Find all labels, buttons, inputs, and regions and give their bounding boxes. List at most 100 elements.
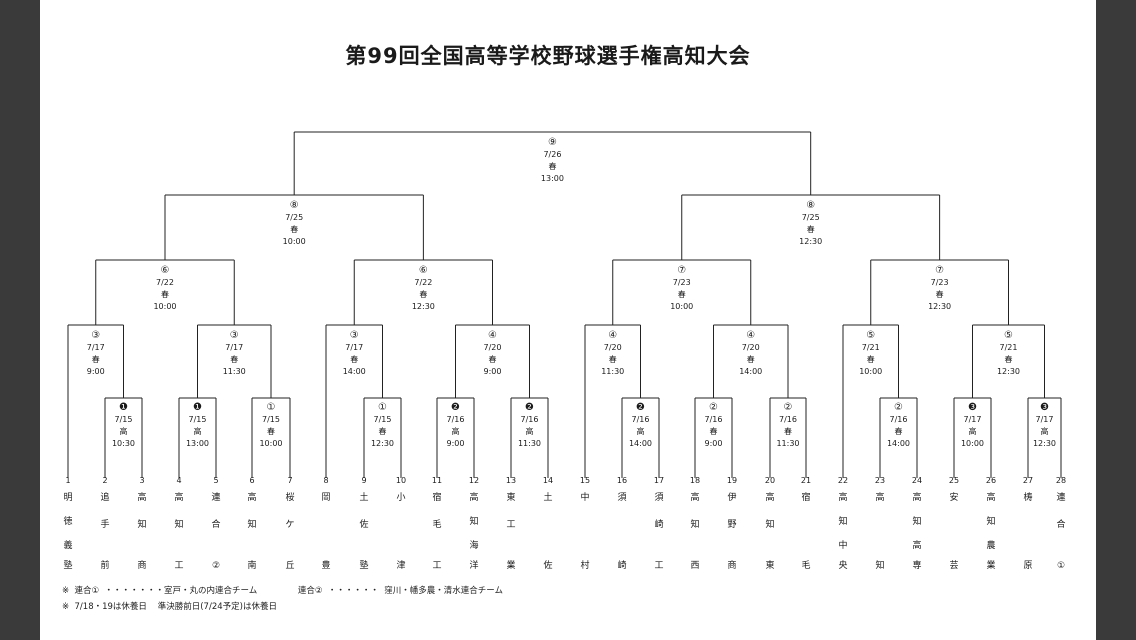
r1-match-8-venue: 春	[710, 426, 718, 436]
team-number-11: 11	[432, 476, 442, 485]
r3-match-4-number: ④	[488, 330, 497, 341]
r3-match-5-time: 11:30	[601, 367, 624, 376]
team-name-26: 業	[986, 559, 995, 571]
team-number-28: 28	[1056, 476, 1066, 485]
r3-match-5-number: ④	[608, 330, 617, 341]
team-name-11: 宿	[432, 491, 441, 503]
team-number-12: 12	[469, 476, 479, 485]
r3-match-7-date: 7/21	[862, 343, 880, 352]
r1-match-12-date: 7/17	[1036, 415, 1054, 424]
team-name-11: 毛	[432, 518, 441, 530]
team-name-12: 洋	[469, 559, 478, 571]
r1-match-1-time: 10:30	[112, 439, 135, 448]
team-number-9: 9	[361, 476, 366, 485]
r1-match-5-time: 9:00	[447, 439, 465, 448]
r1-match-7-time: 14:00	[629, 439, 652, 448]
r3-match-2-date: 7/17	[225, 343, 243, 352]
r1-match-10-time: 14:00	[887, 439, 910, 448]
team-name-17: 工	[654, 561, 663, 571]
team-number-3: 3	[139, 476, 144, 485]
team-name-11: 工	[432, 561, 441, 571]
team-name-5: 合	[211, 518, 220, 530]
team-name-26: 農	[986, 539, 995, 551]
team-name-24: 知	[912, 515, 921, 527]
team-name-19: 伊	[727, 491, 736, 503]
team-name-2: 手	[100, 518, 109, 530]
r3-match-2-venue: 春	[230, 354, 238, 364]
r3-match-4-time: 9:00	[484, 367, 502, 376]
team-name-22: 知	[838, 515, 847, 527]
team-name-10: 津	[396, 560, 405, 571]
team-name-9: 塾	[359, 559, 368, 571]
r1-match-5-number: ❷	[451, 402, 460, 413]
team-number-13: 13	[506, 476, 516, 485]
r1-match-9-time: 11:30	[776, 439, 799, 448]
team-number-10: 10	[396, 476, 406, 485]
team-name-4: 工	[174, 561, 183, 571]
qf-match-1-date: 7/22	[156, 278, 174, 287]
team-name-23: 高	[875, 491, 884, 503]
final-match-time: 13:00	[541, 174, 564, 183]
team-name-12: 知	[469, 515, 478, 527]
team-name-17: 崎	[654, 518, 663, 530]
r3-match-6-venue: 春	[747, 354, 755, 364]
team-name-15: 村	[580, 559, 589, 571]
r1-match-11-time: 10:00	[961, 439, 984, 448]
r1-match-7-number: ❷	[636, 402, 645, 413]
sf-match-2-venue: 春	[807, 224, 815, 234]
r1-match-2-time: 13:00	[186, 439, 209, 448]
team-name-20: 高	[765, 491, 774, 503]
r1-match-4-date: 7/15	[374, 415, 392, 424]
r1-match-1-number: ❶	[119, 402, 128, 413]
r1-match-7-date: 7/16	[632, 415, 650, 424]
team-name-3: 高	[137, 491, 146, 503]
team-name-12: 海	[469, 539, 478, 551]
qf-match-1-number: ⑥	[161, 265, 170, 276]
team-name-24: 高	[912, 491, 921, 503]
team-number-26: 26	[986, 476, 996, 485]
qf-match-3-number: ⑦	[677, 265, 686, 276]
r3-match-7-number: ⑤	[866, 330, 875, 341]
team-name-19: 商	[727, 559, 736, 571]
team-name-22: 央	[838, 559, 847, 571]
team-name-26: 知	[986, 515, 995, 527]
team-name-13: 東	[506, 491, 515, 503]
team-number-5: 5	[213, 476, 218, 485]
qf-match-3-date: 7/23	[673, 278, 691, 287]
r1-match-9-number: ②	[784, 402, 793, 413]
team-number-8: 8	[323, 476, 328, 485]
team-name-4: 高	[174, 491, 183, 503]
r3-match-1-date: 7/17	[87, 343, 105, 352]
qf-match-4-date: 7/23	[931, 278, 949, 287]
bracket-sheet	[40, 0, 1096, 640]
team-name-26: 高	[986, 491, 995, 503]
team-name-3: 知	[137, 518, 146, 530]
r3-match-2-number: ③	[230, 330, 239, 341]
final-match-date: 7/26	[543, 150, 561, 159]
team-name-22: 高	[838, 491, 847, 503]
team-name-6: 高	[247, 491, 256, 503]
team-name-7: 桜	[285, 491, 294, 503]
team-number-7: 7	[287, 476, 292, 485]
qf-match-2-venue: 春	[419, 289, 427, 299]
r1-match-4-number: ①	[378, 402, 387, 413]
sf-match-2-number: ⑧	[806, 200, 815, 211]
r3-match-7-time: 10:00	[859, 367, 882, 376]
team-number-18: 18	[690, 476, 700, 485]
qf-match-2-time: 12:30	[412, 302, 435, 311]
team-name-7: 丘	[285, 560, 294, 571]
r1-match-10-venue: 春	[895, 426, 903, 436]
team-name-5: ②	[212, 561, 220, 571]
team-name-14: 土	[543, 491, 552, 503]
r1-match-12-venue: 高	[1041, 426, 1049, 436]
team-name-1: 徳	[63, 515, 72, 527]
team-name-13: 業	[506, 559, 515, 571]
r1-match-11-number: ❸	[968, 402, 977, 413]
qf-match-3-venue: 春	[678, 289, 686, 299]
team-name-1: 明	[63, 492, 72, 503]
r3-match-1-venue: 春	[92, 354, 100, 364]
team-name-1: 義	[63, 539, 72, 551]
r3-match-8-time: 12:30	[997, 367, 1020, 376]
team-name-21: 毛	[801, 559, 810, 571]
